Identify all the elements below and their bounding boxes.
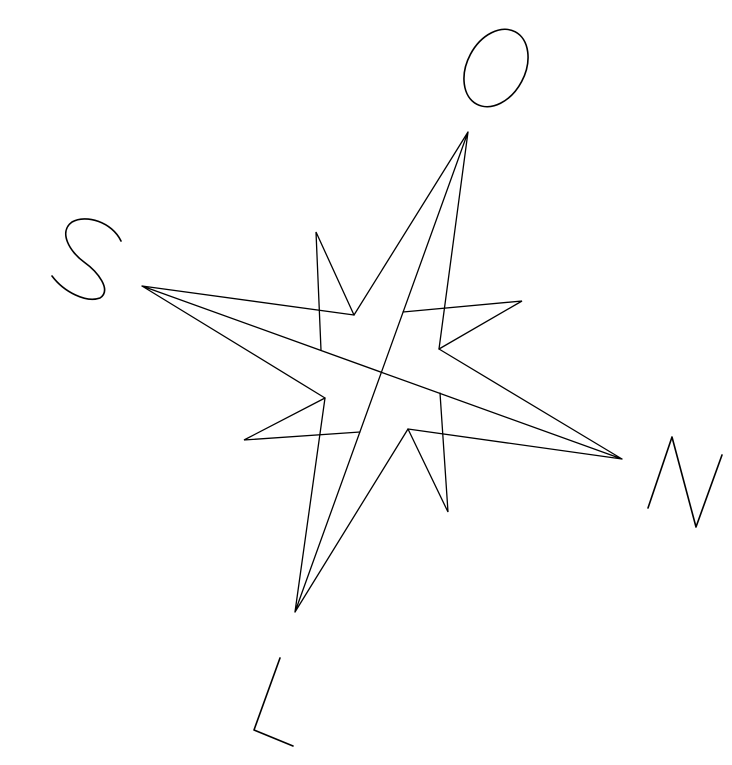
compass-label-right-glyph xyxy=(648,437,722,527)
compass-point-upper-right xyxy=(403,301,522,349)
compass-label-top-glyph xyxy=(451,18,541,118)
compass-label-left-glyph xyxy=(52,219,121,299)
compass-point-lower-left xyxy=(244,398,360,440)
compass-axes xyxy=(142,132,622,612)
compass-point-upper-left xyxy=(316,232,354,350)
compass-point-top xyxy=(354,132,468,349)
compass-point-bottom xyxy=(295,398,408,612)
compass-point-left xyxy=(142,286,354,398)
compass-label-bottom-glyph xyxy=(254,658,293,746)
compass-point-lower-right xyxy=(408,393,448,512)
compass-axis-horizontal xyxy=(142,286,622,459)
